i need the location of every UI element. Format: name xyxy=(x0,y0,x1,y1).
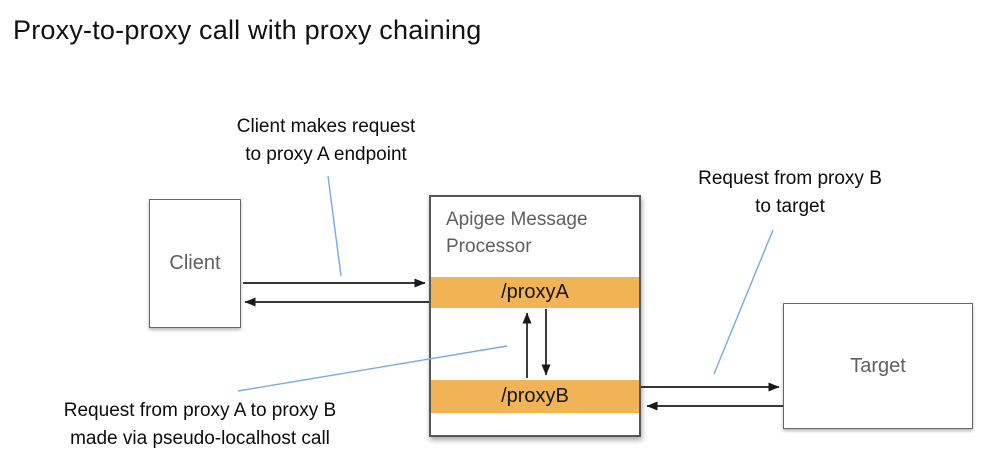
annotation-proxy-a-to-proxy-b-line1: Request from proxy A to proxy B xyxy=(63,400,337,421)
annotation-client-request-line1: Client makes request xyxy=(236,116,416,137)
target-box: Target xyxy=(783,303,973,429)
callout-line-proxy-b-to-target xyxy=(713,229,774,375)
target-label: Target xyxy=(850,354,906,377)
proxy-a-bar: /proxyA xyxy=(431,277,639,308)
annotation-proxy-a-to-proxy-b: Request from proxy A to proxy B made via… xyxy=(20,397,380,453)
client-label: Client xyxy=(169,252,221,274)
proxy-b-label: /proxyB xyxy=(501,385,569,407)
message-processor-box: Apigee Message Processor /proxyA /proxyB xyxy=(429,195,641,437)
proxy-b-bar: /proxyB xyxy=(431,380,639,413)
annotation-client-request: Client makes request to proxy A endpoint xyxy=(196,113,456,169)
proxy-a-label: /proxyA xyxy=(501,281,569,303)
diagram-title: Proxy-to-proxy call with proxy chaining xyxy=(13,15,482,45)
annotation-client-request-line2: to proxy A endpoint xyxy=(245,143,407,165)
annotation-proxy-b-to-target-line2: to target xyxy=(755,195,825,217)
annotation-proxy-b-to-target: Request from proxy B to target xyxy=(660,165,920,221)
annotation-proxy-a-to-proxy-b-line2: made via pseudo-localhost call xyxy=(70,427,330,449)
annotation-proxy-b-to-target-line1: Request from proxy B xyxy=(698,168,882,189)
callout-line-client-request xyxy=(327,175,342,277)
message-processor-label: Apigee Message Processor xyxy=(446,209,588,257)
client-box: Client xyxy=(149,199,241,328)
